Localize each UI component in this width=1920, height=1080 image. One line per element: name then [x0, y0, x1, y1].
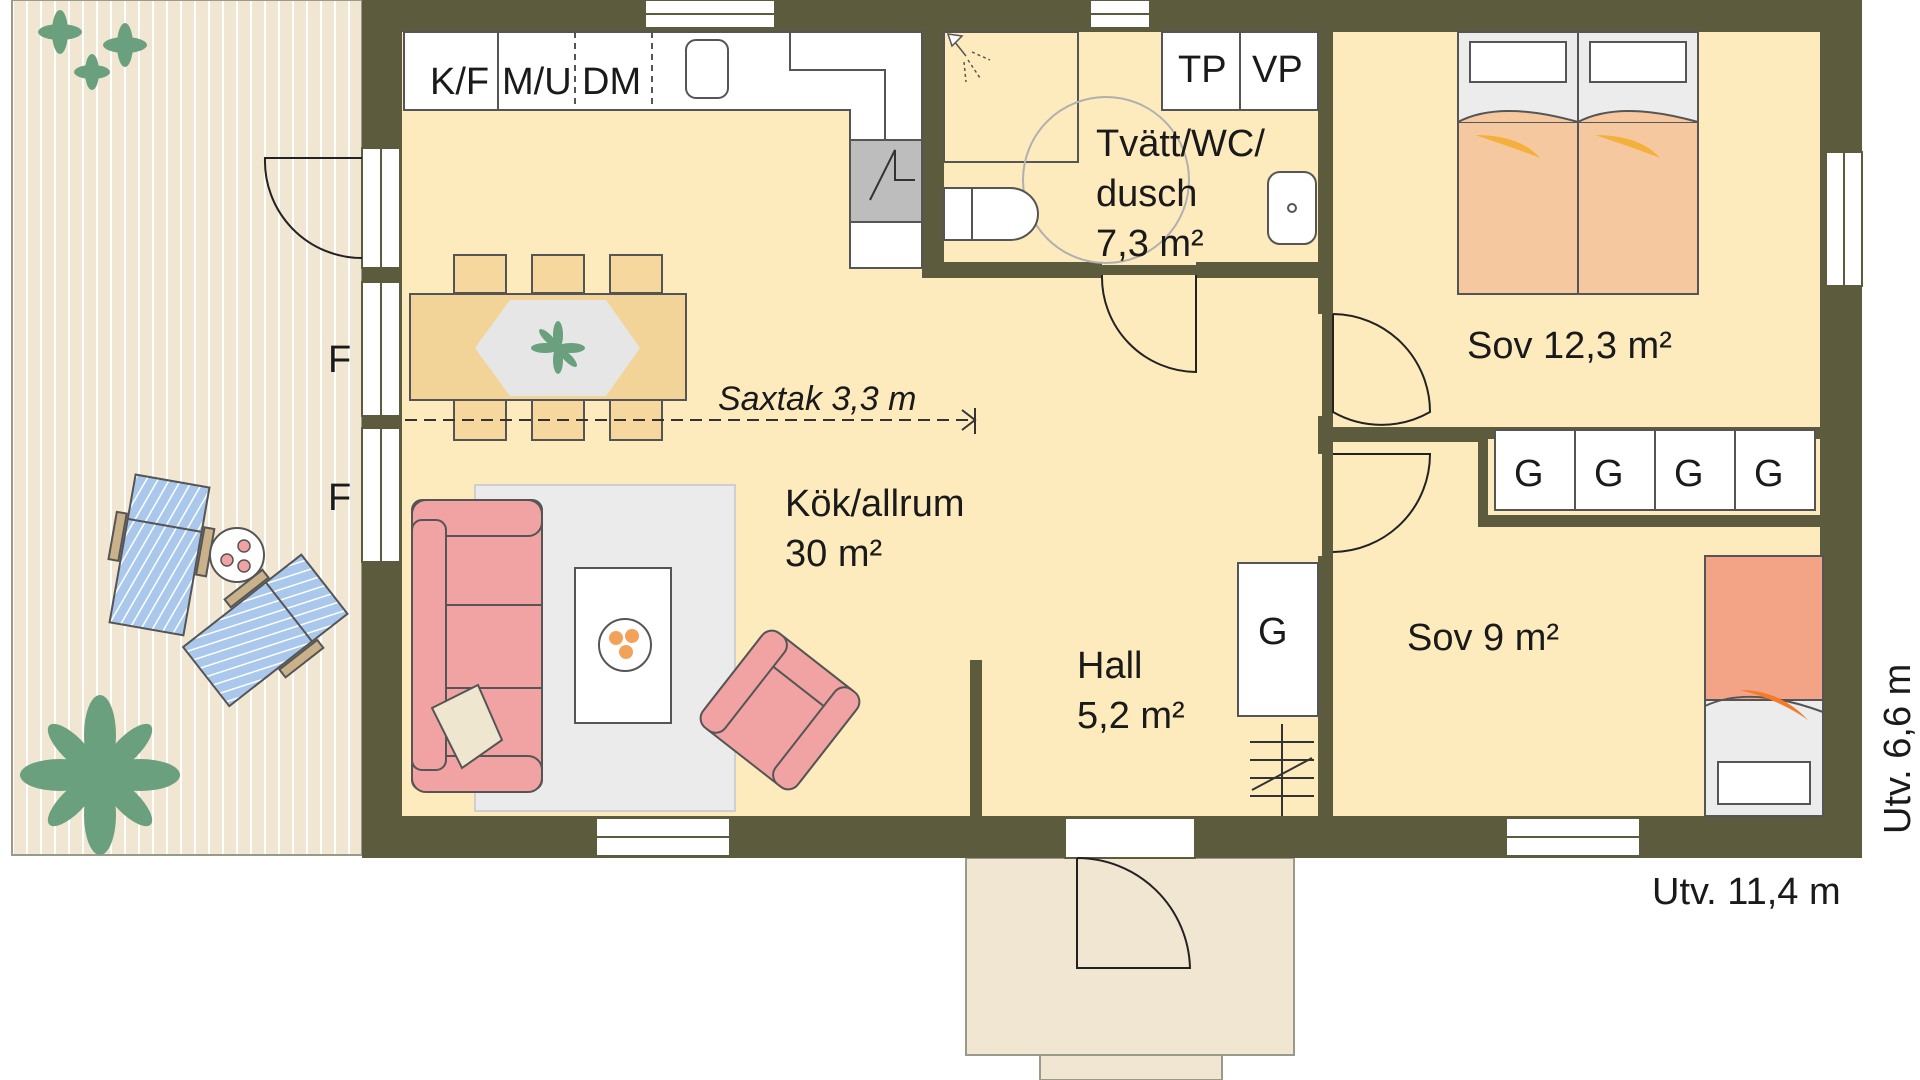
wall-bedrooms-divider: [1333, 430, 1483, 442]
label-dm: DM: [582, 61, 641, 103]
window-glass-lines: [380, 13, 1845, 838]
window-door-label: F: [328, 477, 351, 519]
bedroom-wardrobes: [1494, 429, 1816, 511]
sun-lounger: [181, 553, 349, 708]
width-dimension: Utv. 11,4 m: [1652, 871, 1841, 913]
laundry-area: 7,3 m²: [1096, 223, 1204, 265]
wardrobe-label: G: [1594, 453, 1624, 495]
wall-hall-stub: [970, 660, 982, 816]
bedroom-2-label: Sov 9 m²: [1407, 617, 1559, 659]
hall-wardrobe: [1237, 562, 1319, 717]
coat-rack: [1250, 724, 1314, 816]
wall-laundry-bottom-2: [1196, 262, 1326, 278]
entrance-step: [1039, 1054, 1223, 1080]
wall-hall-right-2: [1318, 556, 1333, 816]
wardrobe-label: G: [1674, 453, 1704, 495]
wardrobe-label: G: [1754, 453, 1784, 495]
bedroom-1-label: Sov 12,3 m²: [1467, 325, 1672, 367]
kitchen-area: 30 m²: [785, 533, 882, 575]
laundry-door-swing: [1100, 274, 1197, 374]
deck-door-swing: [263, 157, 363, 259]
label-kf: K/F: [430, 61, 489, 103]
wall-kitchen-laundry: [922, 32, 944, 272]
wall-bedrooms-divider-3: [1478, 515, 1820, 527]
wall-hall-right: [1318, 416, 1333, 454]
sun-lounger: [107, 473, 216, 637]
single-bed: [1704, 555, 1824, 817]
kitchen-name: Kök/allrum: [785, 483, 965, 525]
entrance-porch: [965, 857, 1295, 1056]
entrance-door-opening: [1064, 817, 1196, 859]
double-bed: [1457, 31, 1699, 295]
label-mu: M/U: [502, 61, 572, 103]
plant-icon: [38, 10, 147, 90]
floor-hall: [922, 275, 1322, 816]
laundry-name-2: dusch: [1096, 173, 1197, 215]
sink-icon: [1267, 171, 1317, 245]
hall-name: Hall: [1077, 645, 1142, 687]
wall-laundry-bottom: [922, 262, 1102, 278]
shower-icon: [946, 33, 991, 83]
depth-dimension: Utv. 6,6 m: [1877, 664, 1919, 834]
armchair: [699, 629, 861, 791]
cushion-icon: [430, 683, 504, 770]
wardrobe-label: G: [1514, 453, 1544, 495]
side-table: [209, 527, 265, 583]
bedroom-2-door-swing: [1332, 453, 1432, 553]
coffee-table: [574, 567, 672, 724]
toilet-icon: [943, 187, 973, 241]
wall-bedrooms-divider-2: [1478, 430, 1488, 525]
saxtak-label: Saxtak 3,3 m: [718, 380, 916, 418]
wardrobe-label: G: [1258, 611, 1288, 653]
plant-icon: [531, 321, 585, 374]
saxtak-arrow: [961, 408, 977, 434]
entrance-door-swing: [1076, 857, 1192, 969]
window-door-label: F: [328, 339, 351, 381]
hall-area: 5,2 m²: [1077, 695, 1185, 737]
deck: [11, 0, 363, 856]
bedroom-1-door-swing: [1332, 313, 1432, 426]
label-vp: VP: [1252, 49, 1303, 91]
kitchen-counter: [403, 31, 923, 269]
label-tp: TP: [1178, 49, 1227, 91]
wall-laundry-right: [1318, 32, 1333, 314]
laundry-fixtures: [943, 31, 1319, 264]
fruit-bowl-icon: [598, 618, 652, 672]
laundry-name-1: Tvätt/WC/: [1096, 123, 1265, 165]
plant-icon: [20, 695, 180, 855]
